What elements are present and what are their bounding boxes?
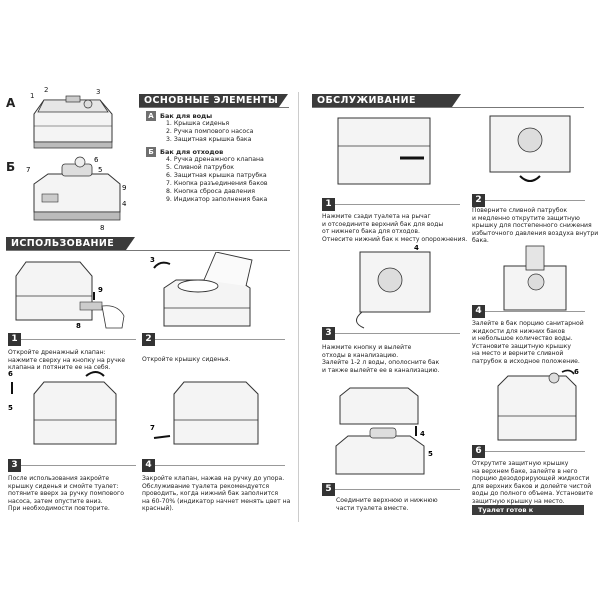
usage-step-2-caption: Откройте крышку сиденья.: [142, 356, 231, 363]
step-divider: [21, 339, 136, 340]
ready-banner-text: Туалет готов к использованию.: [478, 506, 539, 524]
step-callout: 5: [8, 404, 13, 412]
diagram-b-callout: 6: [94, 156, 99, 164]
waste-tank-list: 4. Ручка дренажного клапана 5. Сливной п…: [166, 156, 268, 204]
list-item: 7. Кнопка разъединения баков: [166, 180, 268, 187]
usage-step-2-illustration: 3: [150, 252, 253, 327]
marker-b: Б: [146, 147, 156, 157]
usage-step-3-illustration: 6 5: [8, 370, 117, 445]
step-callout: 5: [428, 450, 433, 458]
step-callout: 6: [574, 368, 579, 376]
waste-tank-title: Бак для отходов: [160, 148, 224, 156]
list-item: 2. Ручка помпового насоса: [166, 128, 254, 135]
step-callout: 7: [150, 424, 155, 432]
usage-step-4-illustration: 7: [150, 381, 259, 445]
section-title-usage: ИСПОЛЬЗОВАНИЕ: [11, 238, 115, 249]
diagram-a-callout: 1: [30, 92, 34, 100]
section-title-service: ОБСЛУЖИВАНИЕ: [317, 95, 416, 106]
diagram-b-callout: 7: [26, 166, 30, 174]
step-divider: [485, 200, 585, 201]
diagram-a-label: А: [6, 96, 16, 110]
waste-tank-diagram: 6 5 7 9 4 8: [26, 156, 127, 232]
list-item: 9. Индикатор заполнения бака: [166, 196, 268, 203]
usage-step-number: 4: [142, 459, 155, 472]
usage-step-1-caption: Откройте дренажный клапан:нажмите сверху…: [8, 349, 126, 372]
step-divider: [335, 489, 460, 490]
step-callout: 6: [8, 370, 13, 378]
water-tank-list: 1. Крышка сиденья 2. Ручка помпового нас…: [166, 120, 253, 144]
service-step-number: 4: [472, 305, 485, 318]
diagram-b-callout: 8: [100, 224, 104, 232]
usage-step-4-caption: Закройте клапан, нажав на ручку до упора…: [142, 475, 291, 513]
diagram-b-callout: 4: [122, 200, 127, 208]
section-band-service: ОБСЛУЖИВАНИЕ: [312, 94, 461, 107]
step-callout: 4: [414, 244, 419, 252]
diagram-a-callout: 2: [44, 86, 48, 94]
diagram-b-label: Б: [6, 160, 16, 174]
list-item: 3. Защитная крышка бака: [166, 136, 252, 143]
list-item: 6. Защитная крышка патрубка: [166, 172, 267, 179]
service-step-number: 5: [322, 483, 335, 496]
list-item: 5. Сливной патрубок: [166, 164, 235, 171]
usage-step-1-illustration: 9 8: [15, 261, 125, 330]
step-callout: 8: [76, 322, 81, 330]
section-title-elements: ОСНОВНЫЕ ЭЛЕМЕНТЫ: [144, 95, 279, 106]
marker-a: А: [146, 111, 156, 121]
step-divider: [155, 339, 285, 340]
service-step-number: 1: [322, 198, 335, 211]
section-underline: [6, 250, 290, 251]
service-step-4-illustration: [503, 245, 567, 311]
toilet-top-diagram: 1 2 3: [30, 86, 113, 149]
step-divider: [485, 311, 585, 312]
step-divider: [21, 465, 136, 466]
step-divider: [155, 465, 285, 466]
service-step-1-illustration: [337, 117, 431, 185]
section-underline: [139, 107, 289, 108]
step-callout: 4: [420, 430, 425, 438]
service-step-6-illustration: 6: [497, 368, 579, 441]
diagram-a-callout: 3: [96, 88, 100, 96]
step-divider: [335, 333, 460, 334]
list-item: 4. Ручка дренажного клапана: [166, 156, 264, 163]
service-step-number: 6: [472, 445, 485, 458]
water-tank-title: Бак для воды: [160, 112, 213, 120]
step-divider: [335, 204, 460, 205]
section-band-usage: ИСПОЛЬЗОВАНИЕ: [6, 237, 135, 250]
ready-banner: Туалет готов к использованию.: [472, 505, 584, 524]
step-callout: 9: [98, 286, 103, 294]
service-step-2-illustration: [489, 115, 571, 182]
list-item: 1. Крышка сиденья: [166, 120, 230, 127]
usage-step-number: 2: [142, 333, 155, 346]
column-divider: [298, 92, 299, 522]
usage-step-number: 3: [8, 459, 21, 472]
list-item: 8. Кнопка сброса давления: [166, 188, 255, 195]
usage-step-number: 1: [8, 333, 21, 346]
service-step-number: 2: [472, 194, 485, 207]
section-band-elements: ОСНОВНЫЕ ЭЛЕМЕНТЫ: [139, 94, 288, 107]
service-step-5-illustration: 4 5: [335, 387, 433, 475]
diagram-b-callout: 5: [98, 166, 102, 174]
step-callout: 3: [150, 256, 155, 264]
service-step-3-illustration: 4: [356, 244, 431, 329]
step-divider: [485, 451, 585, 452]
diagram-b-callout: 9: [122, 184, 126, 192]
section-underline: [312, 107, 584, 108]
service-step-number: 3: [322, 327, 335, 340]
